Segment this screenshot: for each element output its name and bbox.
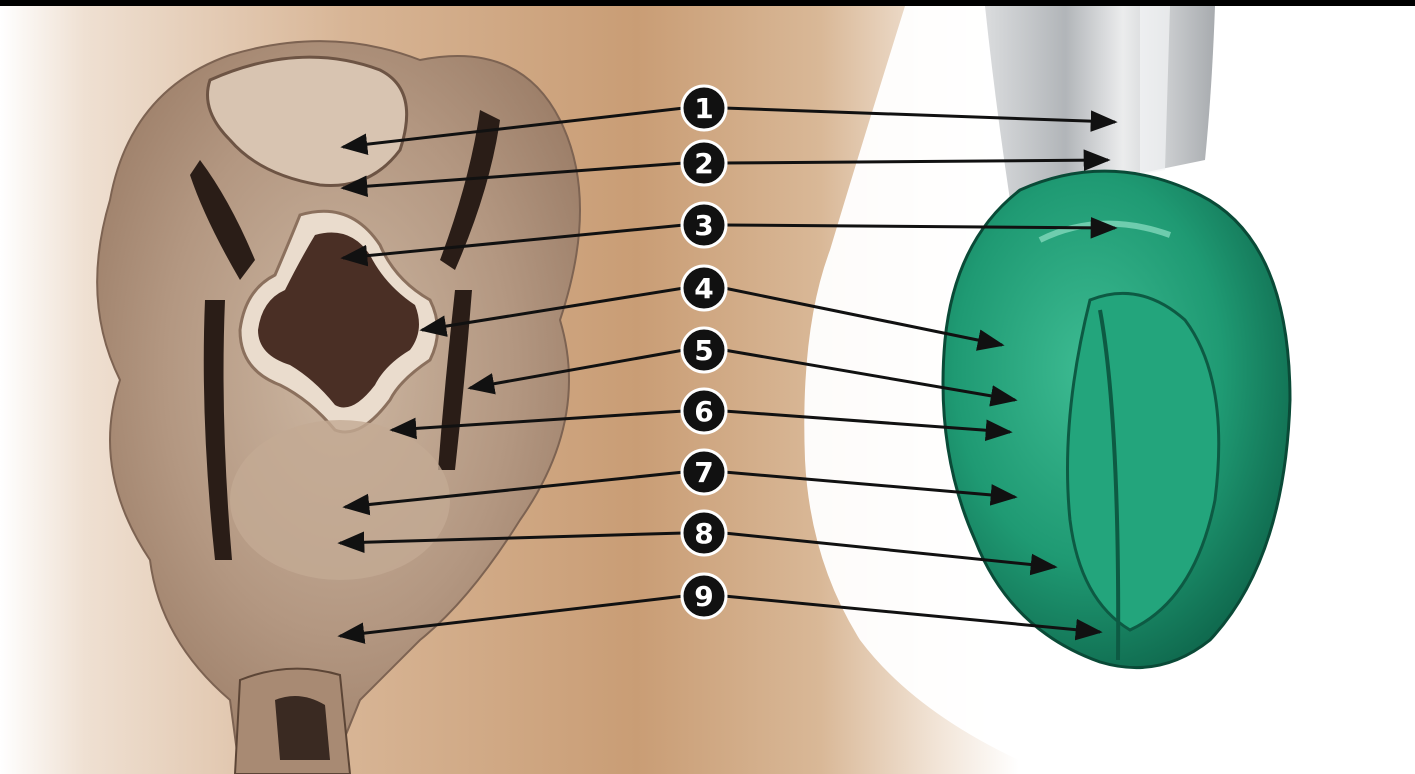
marker-3: 3 (682, 203, 726, 247)
marker-number: 5 (694, 334, 713, 367)
marker-6: 6 (682, 389, 726, 433)
marker-9: 9 (682, 574, 726, 618)
marker-number: 8 (694, 517, 713, 550)
marker-4: 4 (682, 266, 726, 310)
markers-layer: 1 2 3 4 5 6 7 8 9 (682, 86, 726, 618)
marker-2: 2 (682, 141, 726, 185)
marker-number: 3 (694, 209, 713, 242)
top-rule (0, 0, 1415, 6)
marker-7: 7 (682, 450, 726, 494)
marker-number: 6 (694, 395, 713, 428)
marker-number: 4 (694, 272, 713, 305)
marker-number: 1 (694, 92, 713, 125)
trachea-lumen (275, 696, 330, 760)
tube-highlight (1140, 6, 1170, 175)
marker-1: 1 (682, 86, 726, 130)
marker-number: 7 (694, 456, 713, 489)
marker-8: 8 (682, 511, 726, 555)
marker-5: 5 (682, 328, 726, 372)
marker-number: 2 (694, 147, 713, 180)
marker-number: 9 (694, 580, 713, 613)
